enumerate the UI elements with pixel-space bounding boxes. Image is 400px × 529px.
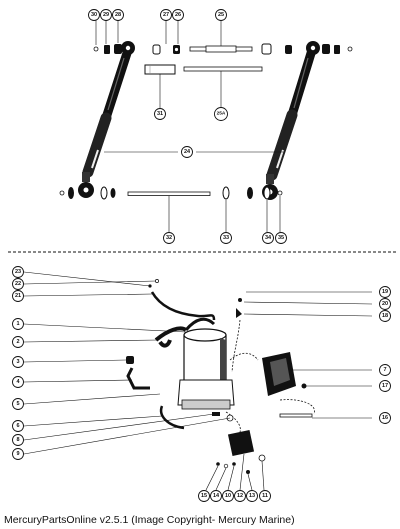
svg-text:6: 6 [16,423,19,429]
callout-24: 24 [181,146,193,158]
svg-text:22: 22 [15,281,21,287]
svg-text:5: 5 [16,401,19,407]
svg-text:16: 16 [382,415,388,421]
callout-25: 25 [215,9,227,21]
callout-12: 12 [234,490,246,502]
top-leader-lines [95,20,285,232]
callout-25a: 25A [214,107,228,121]
callout-15: 15 [198,490,210,502]
callout-1: 1 [12,318,24,330]
callout-7: 7 [379,364,391,376]
svg-text:14: 14 [213,493,220,499]
svg-text:13: 13 [249,493,255,499]
svg-text:4: 4 [16,379,20,385]
callout-13: 13 [246,490,258,502]
callout-16: 16 [379,412,391,424]
svg-text:29: 29 [103,12,109,18]
right-upper-hardware [261,43,353,55]
svg-text:24: 24 [184,149,191,155]
upper-pivot-shaft [189,45,253,53]
callout-10: 10 [222,490,234,502]
hoses-and-fittings [126,279,315,474]
callout-2: 2 [12,336,24,348]
svg-text:28: 28 [115,12,121,18]
left-trim-cylinder [78,41,135,198]
svg-text:20: 20 [382,301,388,307]
lower-pivot-shaft [127,191,211,196]
callout-19: 19 [379,286,391,298]
svg-text:31: 31 [157,111,163,117]
callout-32: 32 [163,232,175,244]
svg-text:15: 15 [201,493,207,499]
svg-text:10: 10 [225,493,231,499]
callout-20: 20 [379,298,391,310]
callout-22: 22 [12,278,24,290]
callout-35: 35 [275,232,287,244]
copyright-footer: MercuryPartsOnline v2.5.1 (Image Copyrig… [4,514,295,526]
svg-text:32: 32 [166,235,172,241]
svg-text:8: 8 [16,437,19,443]
svg-text:30: 30 [91,12,97,18]
svg-text:19: 19 [382,289,388,295]
lower-hardware [59,186,283,200]
callout-11: 11 [259,490,271,502]
pump-motor-assembly: 23 22 21 1 2 3 4 5 6 8 9 19 20 18 7 17 1… [12,266,391,502]
pivot-shaft-25a [183,66,263,72]
callout-14: 14 [210,490,222,502]
mounting-bracket [262,352,296,396]
svg-text:12: 12 [237,493,243,499]
svg-text:26: 26 [175,12,181,18]
callout-5: 5 [12,398,24,410]
bottom-leader-lines [23,271,373,491]
callout-6: 6 [12,420,24,432]
svg-text:27: 27 [163,12,169,18]
callout-9: 9 [12,448,24,460]
trim-cylinder-assembly: 30 29 28 27 26 25 31 25A 24 32 33 34 35 [59,9,353,244]
callout-33: 33 [220,232,232,244]
svg-text:25A: 25A [217,111,226,117]
svg-text:35: 35 [278,235,284,241]
callout-34: 34 [262,232,274,244]
callout-29: 29 [100,9,112,21]
svg-text:23: 23 [15,269,21,275]
svg-text:2: 2 [16,339,19,345]
callout-30: 30 [88,9,100,21]
svg-text:21: 21 [15,293,21,299]
spacer-tube [144,64,176,75]
callout-26: 26 [172,9,184,21]
svg-text:1: 1 [16,321,19,327]
callout-17: 17 [379,380,391,392]
left-upper-hardware [93,44,180,55]
callout-21: 21 [12,290,24,302]
svg-text:17: 17 [382,383,388,389]
callout-18: 18 [379,310,391,322]
callout-27: 27 [160,9,172,21]
svg-text:33: 33 [223,235,229,241]
svg-text:11: 11 [262,493,268,499]
pump-motor [154,317,235,410]
valve-block [227,429,266,462]
svg-text:18: 18 [382,313,388,319]
parts-diagram: 30 29 28 27 26 25 31 25A 24 32 33 34 35 [8,9,396,502]
svg-text:25: 25 [218,12,224,18]
svg-text:7: 7 [383,367,386,373]
svg-text:3: 3 [16,359,19,365]
callout-4: 4 [12,376,24,388]
right-trim-cylinder [262,41,320,200]
callout-8: 8 [12,434,24,446]
svg-text:34: 34 [265,235,272,241]
callout-3: 3 [12,356,24,368]
svg-text:9: 9 [16,451,19,457]
callout-31: 31 [154,108,166,120]
callout-28: 28 [112,9,124,21]
callout-23: 23 [12,266,24,278]
